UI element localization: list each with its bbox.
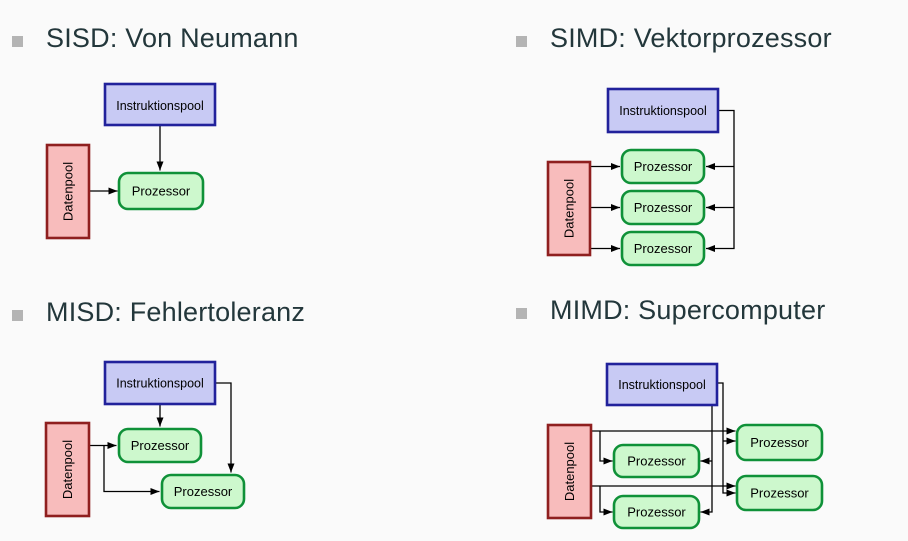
processor-box [117,171,205,211]
data-pool-label: Datenpool [562,442,577,501]
section-title-text: MIMD: Supercomputer [550,295,826,325]
section-misd: MISD: Fehlertoleranz Instruktionspool Da… [0,270,454,541]
data-pool-box [546,423,593,520]
processor-label: Prozessor [634,200,693,215]
processor-label: Prozessor [634,159,693,174]
instruction-pool-label: Instruktionspool [116,99,204,113]
section-title-simd: SIMD: Vektorprozessor [516,22,832,55]
section-title-misd: MISD: Fehlertoleranz [12,296,305,329]
section-title-text: SIMD: Vektorprozessor [550,23,832,53]
processor-label: Prozessor [627,454,686,469]
simd-diagram: Instruktionspool Datenpool Prozessor Pro… [546,87,735,267]
section-sisd: SISD: Von Neumann Instruktionspool Daten… [0,0,454,270]
mimd-diagram: Instruktionspool Datenpool Prozessor Pro… [546,362,824,530]
section-simd: SIMD: Vektorprozessor Instruktionspool D… [454,0,908,270]
processor-box [612,494,701,530]
processor-box [612,443,701,479]
section-title-mimd: MIMD: Supercomputer [516,294,825,327]
processor-box [620,148,706,185]
processor-label: Prozessor [750,435,809,450]
bullet-icon [516,308,527,319]
processor-label: Prozessor [627,505,686,520]
misd-diagram: Instruktionspool Datenpool Prozessor Pro… [44,360,246,518]
section-mimd: MIMD: Supercomputer Instruktionspool Dat… [454,270,908,541]
bullet-icon [12,36,23,47]
processor-box [117,427,203,464]
data-pool-box [45,143,91,240]
processor-label: Prozessor [174,484,233,499]
section-title-text: SISD: Von Neumann [46,23,299,53]
data-arrow [599,431,613,465]
sisd-diagram: Instruktionspool Datenpool Prozessor [45,82,217,240]
processor-box [735,474,824,512]
section-title-text: MISD: Fehlertoleranz [46,297,306,327]
instruction-pool-label: Instruktionspool [619,104,707,118]
instruction-pool-box [103,82,217,127]
data-arrow [599,486,613,516]
processor-box [160,473,246,510]
section-title-sisd: SISD: Von Neumann [12,22,299,55]
instruction-pool-label: Instruktionspool [618,378,706,392]
processor-label: Prozessor [750,486,809,501]
processor-label: Prozessor [634,241,693,256]
instruction-arrow [706,109,735,252]
bullet-icon [516,36,527,47]
instruction-pool-box [605,362,719,407]
data-pool-label: Datenpool [562,179,577,238]
data-pool-box [44,421,91,518]
data-pool-box [546,160,592,257]
processor-box [735,423,824,462]
processor-label: Prozessor [132,184,191,199]
instruction-arrow [700,405,713,516]
bullet-icon [12,310,23,321]
processor-box [620,230,706,267]
data-arrow [103,445,160,495]
processor-box [620,189,706,226]
instruction-pool-box [606,87,720,134]
instruction-pool-label: Instruktionspool [116,377,204,391]
processor-label: Prozessor [131,438,190,453]
instruction-arrow [717,382,736,497]
data-pool-label: Datenpool [60,440,75,499]
data-pool-label: Datenpool [61,162,76,221]
instruction-arrow [215,382,235,473]
instruction-pool-box [103,360,217,406]
